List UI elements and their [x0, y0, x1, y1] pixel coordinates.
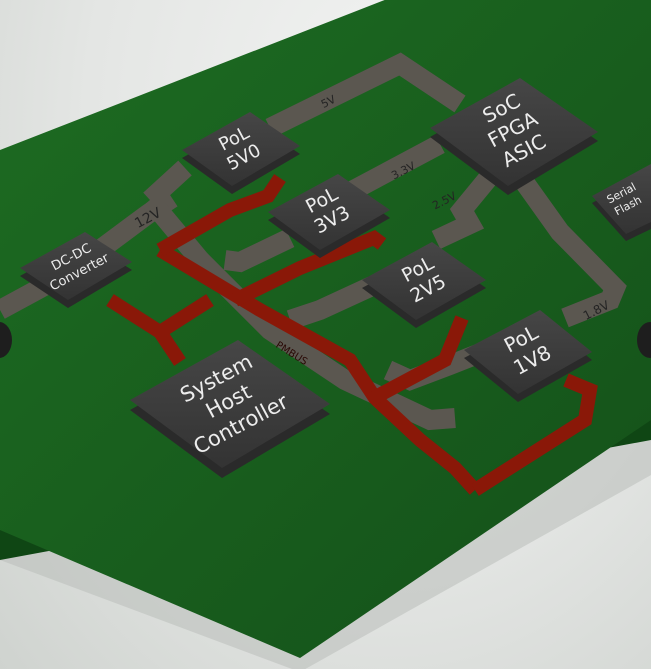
- chip-top: [430, 78, 598, 186]
- trace-2v5: [431, 169, 498, 250]
- chip-soc-fpga-asic: SoC FPGA ASIC: [430, 78, 598, 195]
- chip-top: [130, 340, 330, 468]
- trace-12v-pol3v3: [223, 228, 295, 273]
- pmbus-pol1v8: [471, 373, 598, 496]
- pmbus-pol5v0: [156, 174, 286, 257]
- rail-label-5v: 5V: [319, 93, 338, 111]
- pmbus-pol2v5: [366, 315, 469, 407]
- carousel-prev-button[interactable]: [0, 322, 12, 358]
- chip-system-host-controller: System Host Controller: [130, 340, 330, 478]
- pmbus-host: [154, 328, 186, 366]
- trace-12v-pol5v0: [143, 160, 192, 208]
- trace-1v8: [511, 170, 627, 328]
- chip-top: [464, 310, 592, 394]
- trace-12v-pol2v5: [286, 276, 377, 330]
- pmbus-traces: [106, 174, 598, 496]
- chip-top: [20, 232, 132, 300]
- trace-5v: [265, 52, 466, 137]
- chip-pol-2v5: PoL 2V5: [362, 242, 486, 328]
- carousel-next-button[interactable]: [637, 322, 651, 358]
- trace-12v-trunk: [142, 193, 456, 431]
- chip-top: [592, 164, 651, 234]
- chip-serial-flash: Serial Flash: [592, 164, 651, 241]
- chip-top: [268, 174, 390, 250]
- trace-3v3: [345, 135, 445, 201]
- chip-pol-3v3: PoL 3V3: [268, 174, 390, 258]
- chip-pol-5v0: PoL 5V0: [182, 112, 300, 194]
- chip-dcdc-converter: DC-DC Converter: [20, 232, 132, 308]
- chip-top: [182, 112, 300, 186]
- chip-top: [362, 242, 486, 320]
- pmbus-pol3v3: [231, 230, 387, 307]
